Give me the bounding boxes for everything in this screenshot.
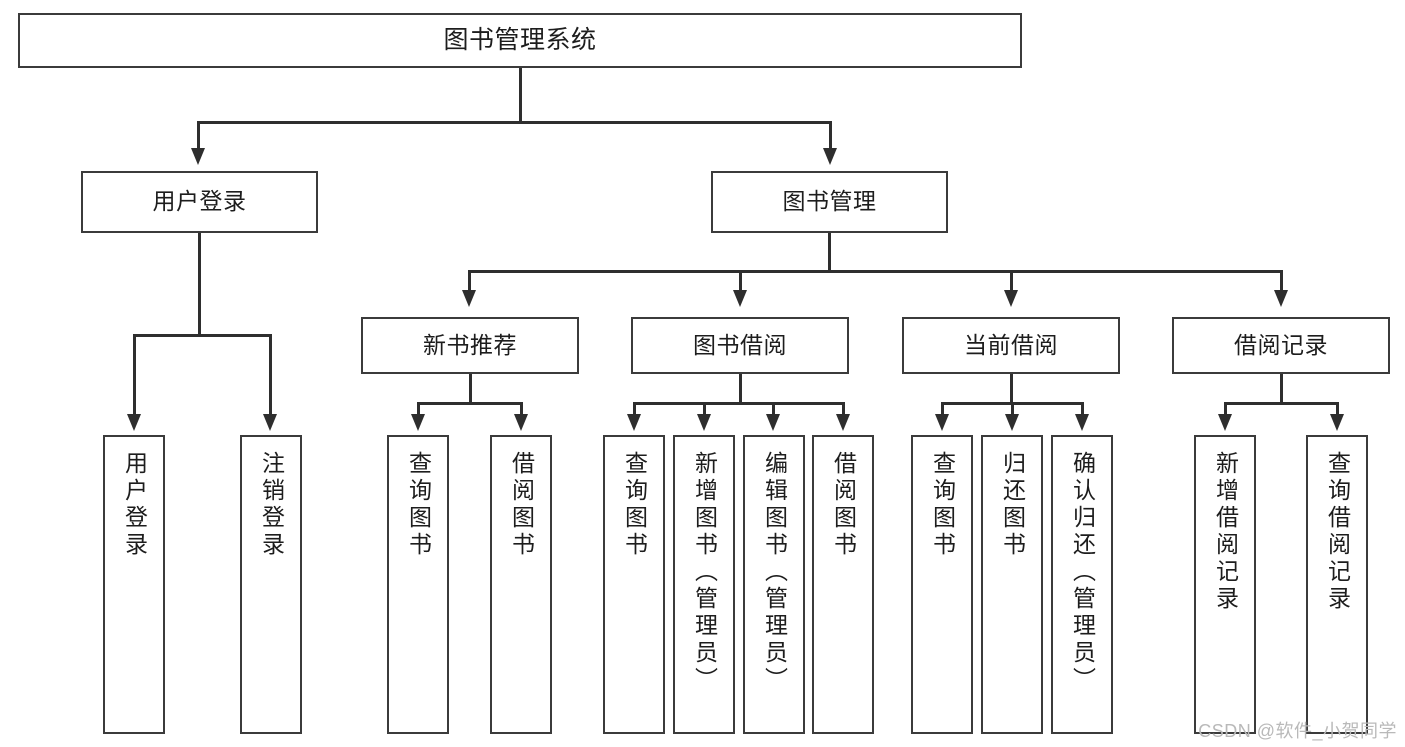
- leaf-cb-return-book[interactable]: 归还图书: [981, 435, 1043, 734]
- arrowhead-br-leaf2: [1330, 414, 1344, 431]
- arrowhead-cb-leaf2: [1005, 414, 1019, 431]
- arrowhead-book-borrow: [733, 290, 747, 307]
- watermark-text: CSDN @软件_小贺同学: [1198, 721, 1397, 741]
- node-user-login[interactable]: 用户登录: [81, 171, 318, 233]
- arrowhead-bb-leaf1: [627, 414, 641, 431]
- arrowhead-nb-leaf1: [411, 414, 425, 431]
- leaf-nb-query-book[interactable]: 查询图书: [387, 435, 449, 734]
- arrowhead-book-mgmt: [823, 148, 837, 165]
- leaf-cb-confirm-return-admin[interactable]: 确认归还（管理员）: [1051, 435, 1113, 734]
- connector-bb-leaf4: [842, 402, 845, 416]
- arrowhead-borrow-record: [1274, 290, 1288, 307]
- connector-cb-leaf2: [1011, 402, 1014, 416]
- connector-user-login-stem: [198, 233, 201, 336]
- leaf-bb-edit-book-admin[interactable]: 编辑图书（管理员）: [743, 435, 805, 734]
- connector-bb-leaf1: [633, 402, 636, 416]
- arrowhead-bb-leaf4: [836, 414, 850, 431]
- node-label: 图书管理: [782, 188, 877, 215]
- leaf-bb-add-book-admin[interactable]: 新增图书（管理员）: [673, 435, 735, 734]
- leaf-logout[interactable]: 注销登录: [240, 435, 302, 734]
- connector-bb-leaf2: [703, 402, 706, 416]
- connector-user-login-leaf1: [133, 334, 136, 416]
- node-root-system[interactable]: 图书管理系统: [18, 13, 1022, 68]
- node-label: 图书管理系统: [443, 25, 597, 54]
- arrowhead-bb-leaf3: [766, 414, 780, 431]
- node-label: 新增图书（管理员）: [691, 451, 718, 694]
- connector-book-borrow-bus: [633, 402, 845, 405]
- node-label: 新增借阅记录: [1212, 451, 1239, 613]
- node-label: 图书借阅: [693, 331, 787, 358]
- connector-to-book-borrow: [739, 270, 742, 292]
- node-label: 查询图书: [929, 451, 956, 559]
- leaf-nb-borrow-book[interactable]: 借阅图书: [490, 435, 552, 734]
- node-label: 借阅图书: [508, 451, 535, 559]
- connector-br-leaf1: [1224, 402, 1227, 416]
- node-label: 新书推荐: [423, 331, 517, 358]
- leaf-user-login[interactable]: 用户登录: [103, 435, 165, 734]
- node-label: 确认归还（管理员）: [1069, 451, 1096, 694]
- connector-user-login-bus: [133, 334, 271, 337]
- connector-root-to-book-mgmt: [829, 121, 832, 151]
- arrowhead-new-book: [462, 290, 476, 307]
- connector-user-login-leaf2: [269, 334, 272, 416]
- connector-bb-leaf3: [772, 402, 775, 416]
- node-book-management[interactable]: 图书管理: [711, 171, 948, 233]
- connector-to-borrow-record: [1280, 270, 1283, 292]
- connector-new-book-leaf2: [520, 402, 523, 416]
- node-label: 查询借阅记录: [1324, 451, 1351, 613]
- arrowhead-br-leaf1: [1218, 414, 1232, 431]
- node-label: 借阅图书: [830, 451, 857, 559]
- leaf-bb-borrow-book[interactable]: 借阅图书: [812, 435, 874, 734]
- connector-root-bus: [197, 121, 831, 124]
- leaf-bb-query-book[interactable]: 查询图书: [603, 435, 665, 734]
- node-label: 注销登录: [258, 451, 285, 559]
- connector-new-book-stem: [469, 374, 472, 404]
- connector-to-current-borrow: [1010, 270, 1013, 292]
- connector-root-stem: [519, 68, 522, 122]
- connector-book-mgmt-bus: [468, 270, 1282, 273]
- node-label: 查询图书: [405, 451, 432, 559]
- node-label: 用户登录: [121, 451, 148, 559]
- connector-br-leaf2: [1336, 402, 1339, 416]
- connector-book-borrow-stem: [739, 374, 742, 404]
- leaf-br-add-record[interactable]: 新增借阅记录: [1194, 435, 1256, 734]
- connector-current-borrow-stem: [1010, 374, 1013, 404]
- node-current-borrow[interactable]: 当前借阅: [902, 317, 1120, 374]
- node-book-borrow[interactable]: 图书借阅: [631, 317, 849, 374]
- connector-new-book-bus: [417, 402, 522, 405]
- arrowhead-cb-leaf3: [1075, 414, 1089, 431]
- node-label: 编辑图书（管理员）: [761, 451, 788, 694]
- arrowhead-current-borrow: [1004, 290, 1018, 307]
- connector-cb-leaf3: [1081, 402, 1084, 416]
- leaf-br-query-record[interactable]: 查询借阅记录: [1306, 435, 1368, 734]
- connector-to-new-book: [468, 270, 471, 292]
- connector-book-mgmt-stem: [828, 233, 831, 272]
- node-label: 当前借阅: [964, 331, 1058, 358]
- arrowhead-nb-leaf2: [514, 414, 528, 431]
- node-new-book-recommend[interactable]: 新书推荐: [361, 317, 579, 374]
- connector-root-to-user-login: [197, 121, 200, 151]
- connector-borrow-record-bus: [1224, 402, 1338, 405]
- arrowhead-leaf-user-login: [127, 414, 141, 431]
- connector-new-book-leaf1: [417, 402, 420, 416]
- node-label: 查询图书: [621, 451, 648, 559]
- arrowhead-bb-leaf2: [697, 414, 711, 431]
- leaf-cb-query-book[interactable]: 查询图书: [911, 435, 973, 734]
- node-label: 借阅记录: [1234, 331, 1328, 358]
- node-borrow-record[interactable]: 借阅记录: [1172, 317, 1390, 374]
- connector-borrow-record-stem: [1280, 374, 1283, 404]
- arrowhead-leaf-logout: [263, 414, 277, 431]
- node-label: 归还图书: [999, 451, 1026, 559]
- node-label: 用户登录: [152, 188, 247, 215]
- connector-cb-leaf1: [941, 402, 944, 416]
- arrowhead-cb-leaf1: [935, 414, 949, 431]
- arrowhead-user-login: [191, 148, 205, 165]
